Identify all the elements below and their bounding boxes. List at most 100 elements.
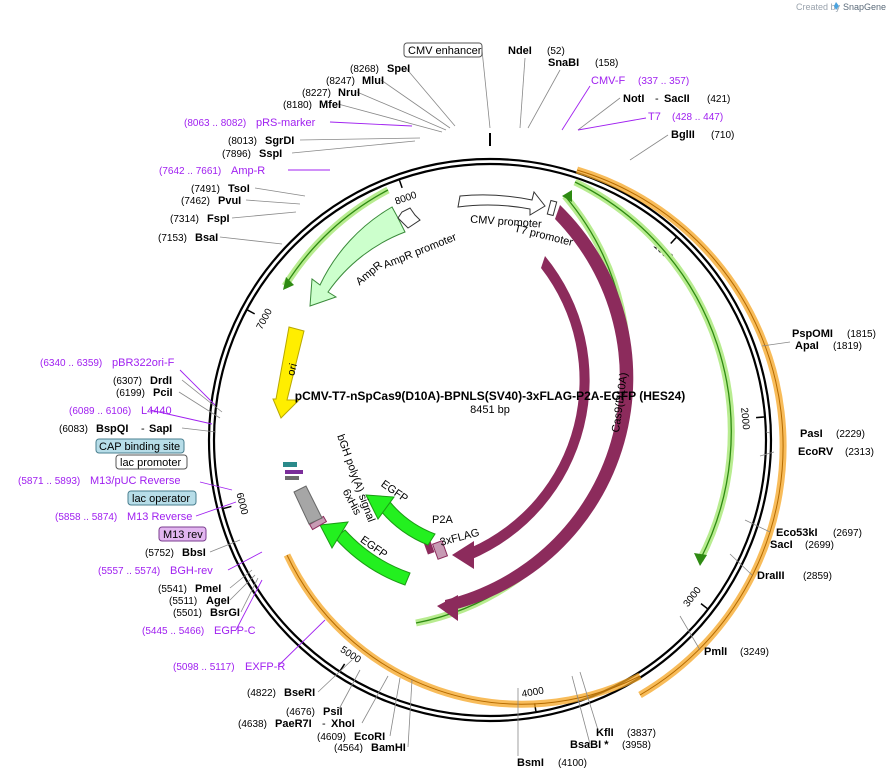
site-ecorv[interactable]: EcoRV (798, 446, 834, 458)
site-draiii[interactable]: DraIII (757, 570, 785, 582)
t7-promoter-marker (546, 199, 558, 217)
primer-cmv-f-range: (337 .. 357) (638, 76, 689, 87)
leader-line (629, 134, 669, 161)
site-noti-pos: (421) (707, 94, 730, 105)
leader-line (527, 69, 561, 129)
leader-line (209, 539, 241, 553)
tick-label-7000: 7000 (255, 307, 275, 332)
primer-leader-line (199, 481, 233, 491)
site-snabi[interactable]: SnaBI (548, 57, 579, 69)
leader-line (361, 675, 389, 724)
backbone-outer (207, 157, 773, 723)
site-sspi[interactable]: SspI (259, 148, 282, 160)
site-eco53ki[interactable]: Eco53kI (776, 527, 818, 539)
site-pmei[interactable]: PmeI (195, 583, 221, 595)
site-psii[interactable]: PsiI (323, 706, 343, 718)
primer-bgh-rev[interactable]: BGH-rev (170, 565, 213, 577)
site-spei[interactable]: SpeI (387, 63, 410, 75)
primer-cmv-f[interactable]: CMV-F (591, 75, 626, 87)
site-noti-dash: - (655, 93, 659, 105)
site-bspqi[interactable]: BspQI (96, 423, 128, 435)
site-kfli[interactable]: KflI (596, 727, 614, 739)
site-xhoi[interactable]: XhoI (331, 718, 355, 730)
primer-m13-reverse[interactable]: M13 Reverse (127, 511, 192, 523)
primer-t7[interactable]: T7 (648, 111, 661, 123)
site-bsmi[interactable]: BsmI (517, 757, 544, 769)
site-mlui-pos: (8247) (326, 76, 355, 87)
tick-label-3000: 3000 (682, 585, 705, 610)
site-drdi[interactable]: DrdI (150, 375, 172, 387)
boxed-feature-labels: CMV enhancer CAP binding site lac promot… (95, 42, 483, 542)
site-drdi-pos: (6307) (113, 376, 142, 387)
box-lac-promoter[interactable] (115, 454, 188, 470)
primer-egfp-c[interactable]: EGFP-C (214, 625, 256, 637)
leader-line (291, 140, 416, 154)
primer-m13-puc-reverse[interactable]: M13/pUC Reverse (90, 475, 180, 487)
site-ndei[interactable]: NdeI (508, 45, 532, 57)
site-tsoi-pos: (7491) (191, 184, 220, 195)
site-noti[interactable]: NotI (623, 93, 644, 105)
site-spei-pos: (8268) (350, 64, 379, 75)
site-mlui[interactable]: MluI (362, 75, 384, 87)
primer-prs-marker[interactable]: pRS-marker (256, 117, 316, 129)
cas9-outer-arrowhead (437, 595, 458, 621)
label-cmv-enhancer: CMV enhancer (408, 45, 482, 57)
site-bsrgi[interactable]: BsrGI (210, 607, 240, 619)
box-cmv-enhancer[interactable] (403, 42, 483, 58)
cmv-promoter-arrow (457, 190, 546, 216)
site-fspi[interactable]: FspI (207, 213, 230, 225)
site-tsoi[interactable]: TsoI (228, 183, 250, 195)
site-bsabi-pos: (3958) (622, 740, 651, 751)
site-apai[interactable]: ApaI (795, 340, 819, 352)
site-pmli[interactable]: PmlI (704, 646, 727, 658)
green-track-right-arrowhead (694, 553, 707, 566)
site-pvui[interactable]: PvuI (218, 195, 241, 207)
site-ecori-pos: (4609) (317, 732, 346, 743)
primer-pbr322ori-f-range: (6340 .. 6359) (40, 358, 102, 369)
box-cap-binding-site[interactable] (95, 438, 185, 454)
site-bglii[interactable]: BglII (671, 129, 695, 141)
site-bseri[interactable]: BseRI (284, 687, 315, 699)
site-mfei[interactable]: MfeI (319, 99, 341, 111)
site-bsrgi-pos: (5501) (173, 608, 202, 619)
box-lac-operator[interactable] (127, 490, 197, 506)
site-pcii[interactable]: PciI (153, 387, 173, 399)
primer-leader-line (149, 409, 213, 425)
site-saci[interactable]: SacI (770, 539, 793, 551)
site-sgrdi[interactable]: SgrDI (265, 135, 294, 147)
leader-line (181, 379, 223, 413)
site-nrui[interactable]: NruI (338, 87, 360, 99)
primer-pbr322ori-f[interactable]: pBR322ori-F (112, 357, 175, 369)
site-bsabi[interactable]: BsaBI * (570, 739, 609, 751)
watermark-created-by: Created by (796, 2, 841, 12)
site-paer7i[interactable]: PaeR7I (275, 718, 312, 730)
site-pasi-pos: (2229) (836, 429, 865, 440)
site-pasi[interactable]: PasI (800, 428, 823, 440)
site-bamhi-pos: (4564) (334, 743, 363, 754)
box-m13-rev[interactable] (158, 526, 207, 542)
site-bsmi-pos: (4100) (558, 758, 587, 769)
leader-line (761, 341, 791, 347)
site-psii-pos: (4676) (286, 707, 315, 718)
site-sacii[interactable]: SacII (664, 93, 690, 105)
site-pmli-pos: (3249) (740, 647, 769, 658)
leader-line (178, 391, 221, 419)
primer-exfp-r[interactable]: EXFP-R (245, 661, 285, 673)
site-bbsi[interactable]: BbsI (182, 547, 206, 559)
site-bamhi[interactable]: BamHI (371, 742, 406, 754)
cas9-d10a-arrowhead (452, 541, 474, 569)
primer-bgh-rev-range: (5557 .. 5574) (98, 566, 160, 577)
site-bsai[interactable]: BsaI (195, 232, 218, 244)
primer-amp-r[interactable]: Amp-R (231, 165, 265, 177)
site-bseri-pos: (4822) (247, 688, 276, 699)
site-pcii-pos: (6199) (116, 388, 145, 399)
primer-amp-r-range: (7642 .. 7661) (159, 166, 221, 177)
site-pspomi[interactable]: PspOMI (792, 328, 833, 340)
site-sapi[interactable]: SapI (149, 423, 172, 435)
site-pmei-pos: (5541) (158, 584, 187, 595)
label-lac-promoter: lac promoter (120, 457, 181, 469)
lac-promoter-marker (285, 476, 299, 480)
site-ecori[interactable]: EcoRI (354, 731, 385, 743)
site-agei[interactable]: AgeI (206, 595, 230, 607)
green-track-right-line (574, 181, 732, 561)
